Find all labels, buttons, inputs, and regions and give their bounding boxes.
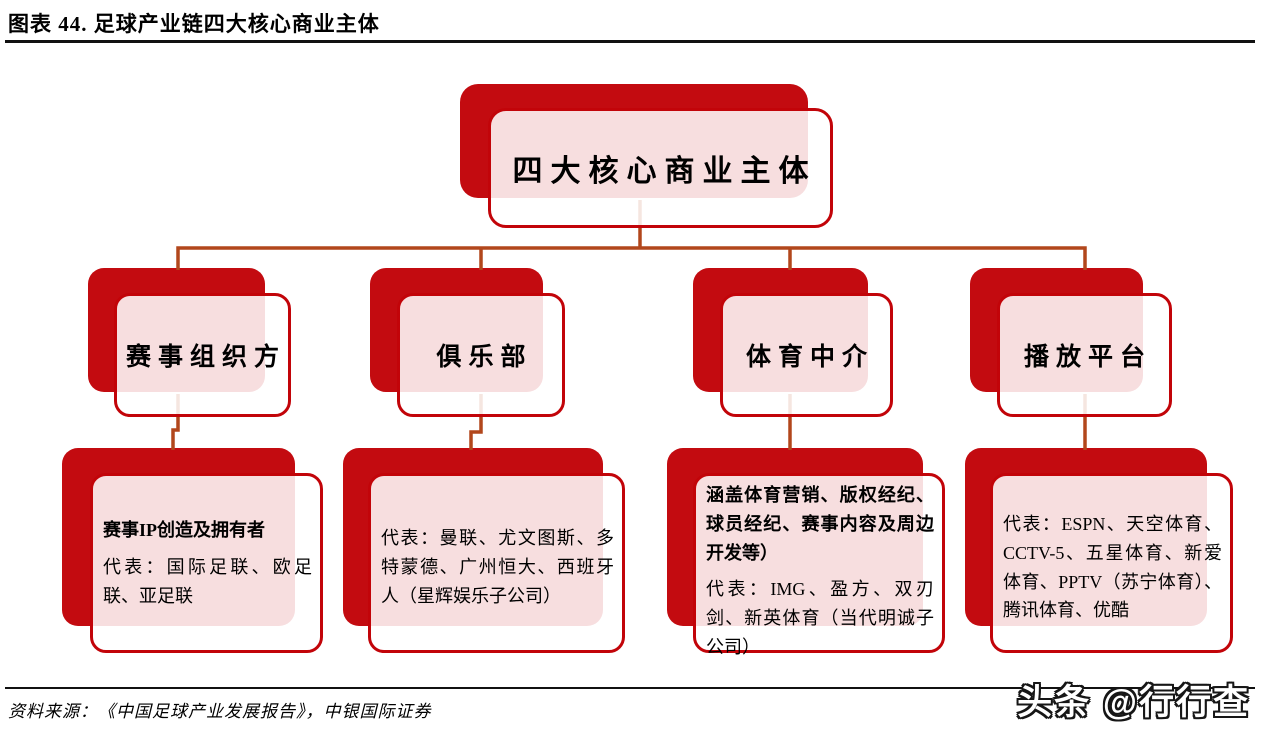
watermark: 头条 @行行查: [1017, 683, 1250, 722]
desc-eventorg-text: 赛事IP创造及拥有者 代表：国际足联、欧足联、亚足联: [93, 476, 320, 610]
node-agency-box: 体育中介: [720, 293, 893, 417]
desc-eventorg-headline: 赛事IP创造及拥有者: [103, 520, 265, 540]
node-platform-label: 播放平台: [1023, 344, 1152, 371]
node-platform-box: 播放平台: [997, 293, 1172, 417]
node-agency-label: 体育中介: [745, 344, 874, 371]
node-club-box: 俱乐部: [397, 293, 565, 417]
node-root-box: 四大核心商业主体: [488, 108, 833, 228]
node-club-label: 俱乐部: [436, 344, 533, 371]
desc-club-box: 代表：曼联、尤文图斯、多特蒙德、广州恒大、西班牙人（星辉娱乐子公司）: [368, 473, 625, 653]
node-root-label: 四大核心商业主体: [512, 155, 817, 188]
desc-platform-box: 代表：ESPN、天空体育、CCTV-5、五星体育、新爱体育、PPTV（苏宁体育）…: [990, 473, 1233, 653]
node-eventorg-label: 赛事组织方: [125, 344, 286, 371]
desc-agency-text: 涵盖体育营销、版权经纪、球员经纪、赛事内容及周边开发等） 代表：IMG、盈方、双…: [696, 476, 942, 662]
title-rule: [5, 40, 1255, 43]
desc-eventorg-box: 赛事IP创造及拥有者 代表：国际足联、欧足联、亚足联: [90, 473, 323, 653]
desc-club-body: 代表：曼联、尤文图斯、多特蒙德、广州恒大、西班牙人（星辉娱乐子公司）: [381, 528, 614, 606]
footer-rule: [5, 687, 1255, 689]
desc-club-text: 代表：曼联、尤文图斯、多特蒙德、广州恒大、西班牙人（星辉娱乐子公司）: [371, 476, 622, 610]
desc-agency-headline: 涵盖体育营销、版权经纪、球员经纪、赛事内容及周边开发等）: [706, 485, 934, 563]
node-eventorg-box: 赛事组织方: [114, 293, 291, 417]
desc-eventorg-body: 代表：国际足联、欧足联、亚足联: [103, 556, 312, 606]
desc-platform-text: 代表：ESPN、天空体育、CCTV-5、五星体育、新爱体育、PPTV（苏宁体育）…: [993, 476, 1230, 625]
source-note: 资料来源：《中国足球产业发展报告》，中银国际证券: [8, 702, 432, 721]
connector-rail: [176, 246, 1087, 270]
desc-agency-box: 涵盖体育营销、版权经纪、球员经纪、赛事内容及周边开发等） 代表：IMG、盈方、双…: [693, 473, 945, 657]
desc-agency-body: 代表：IMG、盈方、双刃剑、新英体育（当代明诚子公司）: [706, 579, 934, 657]
page-title: 图表 44. 足球产业链四大核心商业主体: [8, 12, 380, 36]
desc-platform-body: 代表：ESPN、天空体育、CCTV-5、五星体育、新爱体育、PPTV（苏宁体育）…: [1003, 514, 1222, 621]
